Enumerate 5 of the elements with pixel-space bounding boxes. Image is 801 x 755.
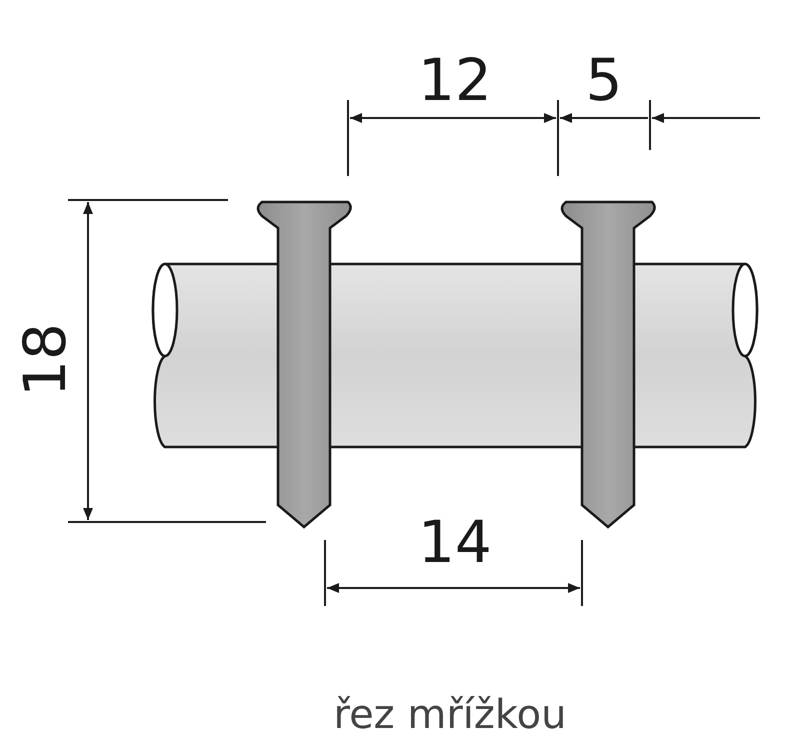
dimension-label: 12 xyxy=(418,51,492,109)
dimension-label: 18 xyxy=(16,323,74,397)
caption: řez mřížkou xyxy=(334,695,566,735)
dimension-label: 5 xyxy=(586,51,622,109)
dimension-label: 14 xyxy=(418,513,492,571)
